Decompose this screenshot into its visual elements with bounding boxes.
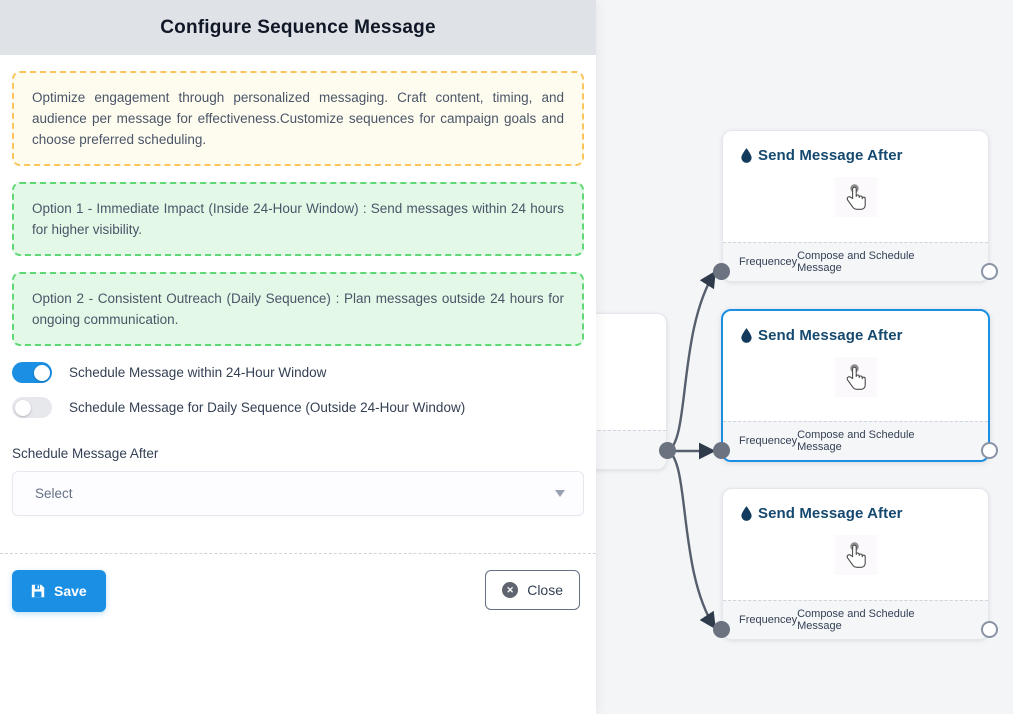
close-button[interactable]: ✕ Close [485,570,580,610]
edge-to-node-3[interactable] [667,449,717,630]
close-circle-icon: ✕ [502,582,519,598]
toggle-schedule-daily-sequence[interactable] [12,397,52,418]
toggle-row-within-24h[interactable]: Schedule Message within 24-Hour Window [12,362,584,383]
flow-node-2-footer: Frequencey Compose and Schedule Message [723,421,988,460]
schedule-message-after-label: Schedule Message After [12,446,159,461]
page-title: Configure Sequence Message [160,16,436,38]
droplet-icon [741,148,752,163]
flow-node-3-body [723,522,988,588]
toggle-row-daily-sequence[interactable]: Schedule Message for Daily Sequence (Out… [12,397,584,418]
close-button-label: Close [527,582,563,598]
modal-footer-divider [0,553,596,554]
flow-node-1-input-handle[interactable] [713,263,730,280]
flow-node-3-input-handle[interactable] [713,621,730,638]
flow-node-1-compose-label: Compose and Schedule Message [797,250,915,274]
info-callout-overview: Optimize engagement through personalized… [12,71,584,166]
flow-node-2-body [723,344,988,410]
toggle-schedule-within-24h-label: Schedule Message within 24-Hour Window [69,365,327,380]
schedule-message-after-select[interactable]: Select [12,471,584,516]
info-callout-option-1: Option 1 - Immediate Impact (Inside 24-H… [12,182,584,256]
flow-node-2-frequency-label: Frequencey [739,435,798,447]
toggle-knob [14,399,31,416]
save-button[interactable]: Save [12,570,106,612]
flow-node-2-input-handle[interactable] [713,442,730,459]
flow-node-3-title-row: Send Message After [723,489,988,522]
flow-node-1-frequency-label: Frequencey [739,256,798,268]
flow-node-1-title-row: Send Message After [723,131,988,164]
flow-node-1[interactable]: Send Message After Frequencey Compose an… [722,130,989,282]
flow-node-3-output-handle[interactable] [981,621,998,638]
droplet-icon [741,328,752,343]
modal-body: Optimize engagement through personalized… [0,71,596,516]
toggle-schedule-daily-sequence-label: Schedule Message for Daily Sequence (Out… [69,400,466,415]
edge-to-node-1[interactable] [667,270,717,453]
flow-node-2-title-row: Send Message After [723,311,988,344]
flow-node-3-compose-label: Compose and Schedule Message [797,608,915,632]
source-node-output-handle[interactable] [659,442,676,459]
flow-node-3-title: Send Message After [758,505,903,522]
flow-node-1-footer: Frequencey Compose and Schedule Message [723,242,988,281]
modal-footer: Save ✕ Close [0,554,596,634]
pointing-hand-icon [834,357,877,397]
flow-node-2-title: Send Message After [758,327,903,344]
schedule-message-after-value: Select [35,486,73,501]
flow-node-2[interactable]: Send Message After Frequencey Compose an… [721,309,990,462]
flow-node-3[interactable]: Send Message After Frequencey Compose an… [722,488,989,640]
flow-node-3-frequency-label: Frequencey [739,614,798,626]
pointing-hand-icon [834,177,877,217]
toggle-schedule-within-24h[interactable] [12,362,52,383]
flow-node-2-compose-label: Compose and Schedule Message [797,429,915,453]
flow-node-1-output-handle[interactable] [981,263,998,280]
toggle-knob [33,364,50,381]
pointing-hand-icon [834,535,877,575]
flow-node-3-footer: Frequencey Compose and Schedule Message [723,600,988,639]
flow-node-2-output-handle[interactable] [981,442,998,459]
save-icon [31,584,45,598]
droplet-icon [741,506,752,521]
flow-node-1-body [723,164,988,230]
flow-node-1-title: Send Message After [758,147,903,164]
configure-sequence-modal: Configure Sequence Message Optimize enga… [0,0,596,714]
modal-header: Configure Sequence Message [0,0,596,55]
info-callout-option-2: Option 2 - Consistent Outreach (Daily Se… [12,272,584,346]
chevron-down-icon [555,490,565,497]
save-button-label: Save [54,583,87,599]
